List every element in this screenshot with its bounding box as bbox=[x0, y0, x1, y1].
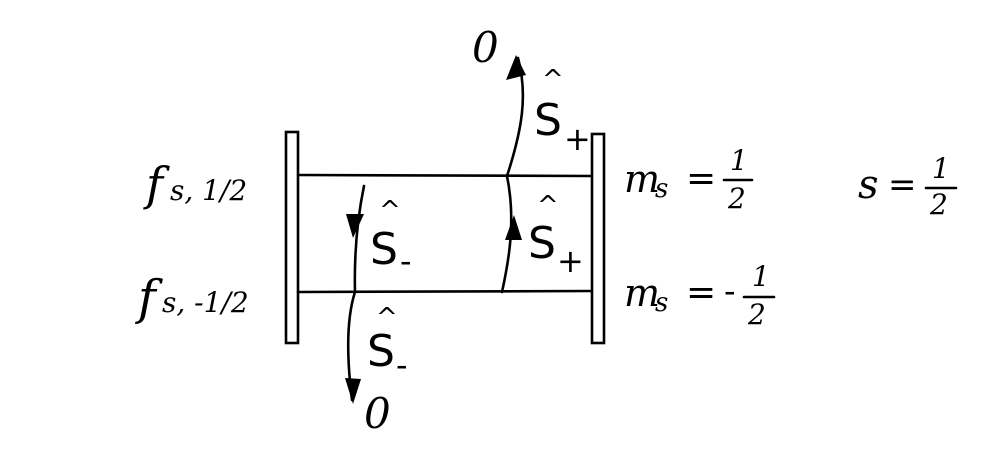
spin-value-label: s = 1 2 bbox=[858, 152, 958, 221]
zero-bottom-label: 0 bbox=[364, 389, 391, 438]
ms-equals: = bbox=[686, 158, 716, 199]
hat-mark: ^ bbox=[542, 65, 564, 95]
state-subscript: s, -1/2 bbox=[162, 286, 249, 319]
spin-denominator: 2 bbox=[929, 188, 948, 221]
operator-s-plus-outer: ^ S + bbox=[534, 65, 591, 158]
ms-subscript: s bbox=[655, 288, 668, 318]
operator-base: S bbox=[528, 218, 556, 269]
operator-s-minus-outer: ^ S - bbox=[367, 303, 408, 384]
hat-mark: ^ bbox=[376, 303, 398, 333]
operator-sub: + bbox=[564, 120, 591, 158]
operator-s-minus-inner: ^ S - bbox=[370, 196, 412, 280]
state-label-spin-down: f s, -1/2 bbox=[135, 270, 249, 326]
spin-symbol: s bbox=[858, 162, 879, 208]
ms-numerator: 1 bbox=[752, 260, 770, 293]
operator-base: S bbox=[367, 326, 395, 377]
lowering-arrow-outer-head bbox=[345, 378, 361, 404]
left-boundary-bar bbox=[284, 130, 300, 345]
raising-arrow-inner-head bbox=[505, 215, 522, 240]
operator-base: S bbox=[534, 95, 562, 146]
state-symbol: f bbox=[143, 157, 170, 211]
operator-base: S bbox=[370, 224, 398, 275]
operator-s-plus-inner: ^ S + bbox=[528, 191, 584, 280]
right-boundary-bar bbox=[590, 132, 606, 345]
hat-mark: ^ bbox=[537, 191, 559, 221]
state-label-spin-up: f s, 1/2 bbox=[143, 157, 247, 211]
spin-numerator: 1 bbox=[932, 152, 950, 185]
ms-subscript: s bbox=[655, 174, 668, 204]
zero-top-label: 0 bbox=[472, 23, 499, 72]
lowering-arrow-inner bbox=[353, 184, 366, 294]
hat-mark: ^ bbox=[379, 196, 401, 226]
ms-denominator: 2 bbox=[727, 182, 746, 215]
spin-equals: = bbox=[888, 165, 917, 205]
operator-sub: - bbox=[400, 242, 412, 280]
operator-sub: + bbox=[557, 242, 584, 280]
state-subscript: s, 1/2 bbox=[170, 174, 247, 207]
ms-equals: = bbox=[686, 272, 716, 313]
ms-numerator: 1 bbox=[730, 144, 748, 177]
ms-minus-sign: - bbox=[724, 272, 736, 310]
raising-arrow-outer-head bbox=[506, 55, 526, 80]
operator-sub: - bbox=[396, 346, 408, 384]
lowering-arrow-inner-head bbox=[346, 214, 364, 238]
ms-symbol: m bbox=[624, 271, 660, 315]
level-line-lower bbox=[296, 289, 594, 294]
ms-label-upper: m s = 1 2 bbox=[624, 144, 754, 215]
level-line-upper bbox=[296, 173, 594, 178]
state-symbol: f bbox=[135, 270, 163, 326]
ms-symbol: m bbox=[624, 157, 660, 201]
ms-denominator: 2 bbox=[747, 298, 766, 331]
ms-label-lower: m s = - 1 2 bbox=[624, 260, 776, 331]
